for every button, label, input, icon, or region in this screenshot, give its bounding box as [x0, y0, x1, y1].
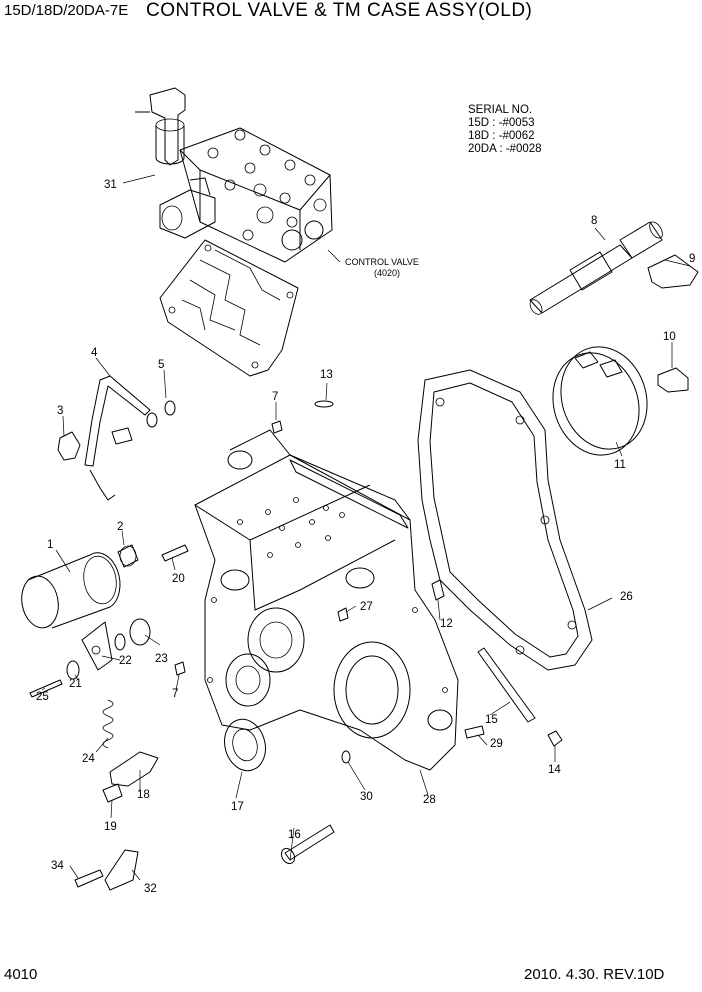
part-29-pin: [464, 725, 485, 739]
part-25-pin: [29, 679, 63, 698]
part-23-washer: [114, 618, 151, 651]
serial-line-20da: 20DA : -#0028: [468, 143, 542, 155]
part-30-washer: [341, 750, 351, 764]
callout-31: 31: [104, 179, 117, 191]
callout-22: 22: [119, 655, 132, 667]
part-15-rod: [477, 647, 536, 723]
callout-28: 28: [423, 794, 436, 806]
callout-9: 9: [689, 253, 695, 265]
callout-32: 32: [144, 883, 157, 895]
page-number: 4010: [4, 966, 38, 983]
callout-16: 16: [288, 829, 301, 841]
part-16-bolt: [280, 824, 335, 865]
serial-line-18d: 18D : -#0062: [468, 130, 535, 142]
part-17-seal: [224, 718, 266, 772]
callout-19: 19: [104, 821, 117, 833]
serial-line-15d: 15D : -#0053: [468, 117, 535, 129]
callout-13: 13: [320, 369, 333, 381]
revision-date: 2010. 4.30. REV.10D: [524, 966, 665, 983]
page-title: CONTROL VALVE & TM CASE ASSY(OLD): [146, 0, 533, 21]
callout-8: 8: [591, 215, 597, 227]
control-valve-code: (4020): [374, 268, 400, 278]
leader-lines: [41, 174, 691, 881]
callout-18: 18: [137, 789, 150, 801]
part-22-lever: [81, 621, 113, 671]
part-18-bracket: [109, 751, 159, 787]
callout-4: 4: [91, 347, 98, 359]
transmission-case: [194, 429, 459, 771]
part-11-brake-band: [552, 346, 648, 456]
callout-11: 11: [614, 459, 626, 471]
callout-3: 3: [57, 405, 63, 417]
callout-12: 12: [440, 618, 453, 630]
callout-15: 15: [485, 714, 498, 726]
callout-2: 2: [117, 521, 123, 533]
callout-7-top: 7: [272, 391, 278, 403]
callout-5: 5: [158, 359, 164, 371]
part-8-shaft: [529, 221, 663, 315]
model-code: 15D/18D/20DA-7E: [4, 2, 129, 19]
part-12-breather: [431, 579, 445, 601]
part-21-ring: [66, 660, 80, 680]
part-20-bolt: [161, 544, 189, 562]
callout-7-bottom: 7: [172, 688, 178, 700]
callout-27: 27: [360, 601, 373, 613]
part-13-oring: [314, 400, 334, 408]
callout-20: 20: [172, 573, 185, 585]
solenoid-valve: [159, 177, 216, 239]
callout-10: 10: [663, 331, 676, 343]
control-valve-gasket-plate: [159, 239, 299, 377]
part-10-block: [657, 367, 689, 393]
part-2-fitting: [117, 544, 139, 568]
part-24-spring: [102, 699, 114, 749]
part-34-bolt: [74, 869, 104, 888]
part-14-block: [547, 730, 563, 747]
callout-21: 21: [69, 678, 82, 690]
part-27-plug: [337, 607, 349, 622]
serial-number-block: SERIAL NO. 15D : -#0053 18D : -#0062 20D…: [468, 104, 542, 156]
part-26-gasket: [417, 369, 593, 671]
callout-24: 24: [82, 753, 95, 765]
serial-heading: SERIAL NO.: [468, 104, 533, 116]
part-32-bracket: [104, 849, 139, 891]
control-valve-body: [179, 127, 333, 263]
part-9-clip: [647, 254, 699, 289]
callout-26: 26: [620, 591, 633, 603]
callout-25: 25: [36, 691, 49, 703]
callout-23: 23: [155, 653, 168, 665]
part-4-pipe: [84, 375, 151, 501]
callout-1: 1: [47, 539, 53, 551]
part-19-bolt: [102, 783, 123, 803]
control-valve-label: CONTROL VALVE: [345, 257, 419, 267]
part-5-seal: [111, 400, 176, 445]
callout-34: 34: [51, 860, 64, 872]
callout-29: 29: [490, 738, 503, 750]
part-31-bracket: [135, 87, 186, 166]
part-3-fitting: [57, 431, 81, 461]
callout-30: 30: [360, 791, 373, 803]
callout-14: 14: [548, 764, 561, 776]
part-1-oil-filter: [21, 552, 121, 629]
callout-17: 17: [231, 801, 244, 813]
part-7-plugs: [174, 420, 283, 676]
